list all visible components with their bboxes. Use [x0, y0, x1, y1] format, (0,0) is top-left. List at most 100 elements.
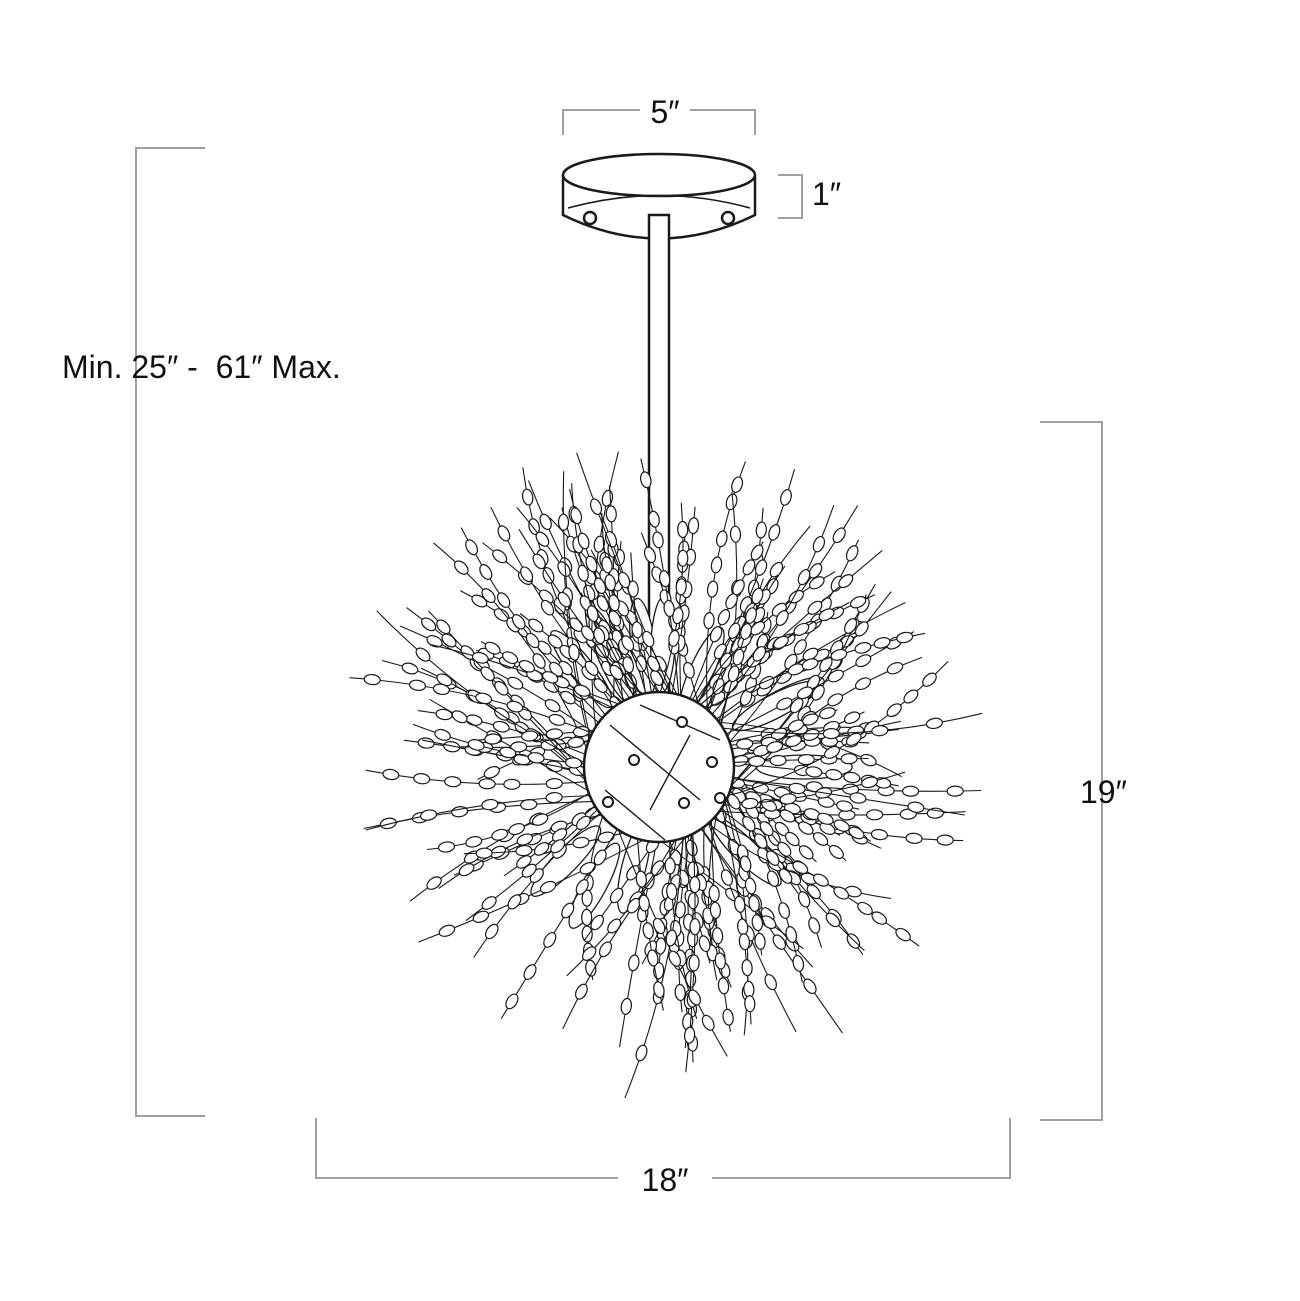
- crystal-bead: [415, 647, 431, 662]
- crystal-bead: [925, 717, 943, 730]
- crystal-bead: [773, 635, 789, 649]
- crystal-bead: [653, 981, 665, 999]
- crystal-bead: [836, 800, 854, 812]
- crystal-bead: [663, 599, 675, 618]
- crystal-bead: [593, 849, 607, 866]
- crystal-bead: [593, 678, 608, 693]
- crystal-bead: [620, 997, 633, 1015]
- crystal-bead: [766, 870, 780, 887]
- crystal-bead: [886, 662, 904, 675]
- crystal-bead: [797, 753, 815, 766]
- crystal-bead: [716, 530, 728, 548]
- crystal-bead: [451, 710, 468, 724]
- crystal-bead: [652, 917, 666, 935]
- crystal-bead: [585, 555, 598, 573]
- crystal-bead: [722, 1008, 734, 1026]
- crystal-bead: [784, 831, 800, 847]
- crystal-bead: [523, 964, 537, 980]
- crystal-bead: [635, 1044, 648, 1062]
- crystal-bead: [689, 876, 701, 894]
- crystal-bead: [778, 868, 793, 884]
- crystal-bead: [785, 735, 802, 748]
- crystal-bead: [471, 594, 488, 608]
- crystal-bead: [720, 869, 733, 886]
- crystal-bead: [742, 559, 756, 576]
- crystal-bead: [793, 639, 807, 655]
- crystal-bead: [492, 549, 508, 564]
- crystal-bead: [382, 768, 400, 781]
- crystal-bead: [542, 671, 559, 684]
- crystal-bead: [683, 1026, 696, 1044]
- crystal-bead: [604, 530, 618, 548]
- crystal-bead: [621, 635, 635, 652]
- crystal-bead: [731, 476, 744, 494]
- crystal-bead: [706, 580, 719, 598]
- crystal-bead: [586, 605, 599, 623]
- crystal-bead: [635, 655, 647, 673]
- crystal-bead: [528, 618, 544, 633]
- crystal-bead: [769, 754, 787, 767]
- crystal-bead: [936, 834, 954, 846]
- crystal-bead: [484, 923, 499, 940]
- crystal-bead: [491, 828, 509, 841]
- crystal-bead: [401, 662, 419, 675]
- crystal-bead: [638, 894, 650, 912]
- crystal-bead: [792, 860, 809, 875]
- crystal-bead: [803, 728, 820, 741]
- overall-height-label: Min. 25″ - 61″ Max.: [62, 349, 341, 385]
- crystal-bead: [687, 861, 699, 879]
- crystal-bead: [738, 933, 751, 951]
- crystal-bead: [754, 833, 768, 849]
- crystal-bead: [860, 753, 877, 767]
- crystal-bead: [825, 912, 841, 928]
- crystal-bead: [752, 646, 767, 662]
- crystal-bead: [812, 832, 829, 846]
- crystal-bead: [557, 591, 572, 608]
- crystal-bead: [736, 738, 754, 750]
- crystal-bead: [481, 588, 496, 604]
- crystal-bead: [589, 498, 603, 516]
- crystal-bead: [609, 887, 624, 904]
- crystal-bead: [827, 693, 844, 707]
- crystal-bead: [581, 925, 593, 943]
- crystal-bead: [540, 739, 558, 751]
- crystal-bead: [709, 901, 722, 919]
- crystal-bead: [467, 739, 485, 751]
- crystal-bead: [755, 521, 767, 539]
- crystal-bead: [484, 733, 502, 745]
- crystal-bead: [798, 845, 814, 860]
- crystal-bead: [593, 535, 605, 553]
- crystal-bead: [648, 510, 660, 528]
- crystal-bead: [737, 918, 749, 936]
- crystal-bead: [866, 809, 884, 821]
- crystal-bead: [560, 690, 576, 705]
- center-hub: [582, 690, 736, 844]
- crystal-bead: [797, 568, 811, 586]
- crystal-bead: [711, 927, 724, 945]
- crystal-bead: [408, 679, 427, 691]
- crystal-bead: [717, 977, 730, 995]
- crystal-bead: [608, 610, 622, 627]
- crystal-bead: [748, 755, 766, 767]
- crystal-bead: [497, 525, 511, 542]
- canopy-width-label: 5″: [650, 94, 679, 130]
- crystal-bead: [857, 901, 873, 916]
- crystal-bead: [843, 771, 861, 784]
- crystal-bead: [539, 880, 557, 894]
- crystal-bead: [565, 757, 583, 769]
- crystal-bead: [521, 730, 539, 742]
- crystal-bead: [492, 720, 510, 733]
- crystal-bead: [617, 571, 631, 589]
- crystal-bead: [494, 680, 509, 696]
- crystal-bead: [550, 839, 566, 854]
- crystal-bead: [551, 828, 568, 842]
- crystal-bead: [511, 614, 526, 630]
- crystal-bead: [622, 656, 635, 674]
- overall-height-bracket: [135, 147, 205, 1117]
- crystal-bead: [807, 600, 823, 615]
- crystal-bead: [502, 651, 519, 665]
- crystal-bead: [785, 926, 798, 943]
- crystal-bead: [642, 922, 654, 940]
- crystal-bead: [780, 489, 792, 506]
- wire-strand: [719, 660, 949, 799]
